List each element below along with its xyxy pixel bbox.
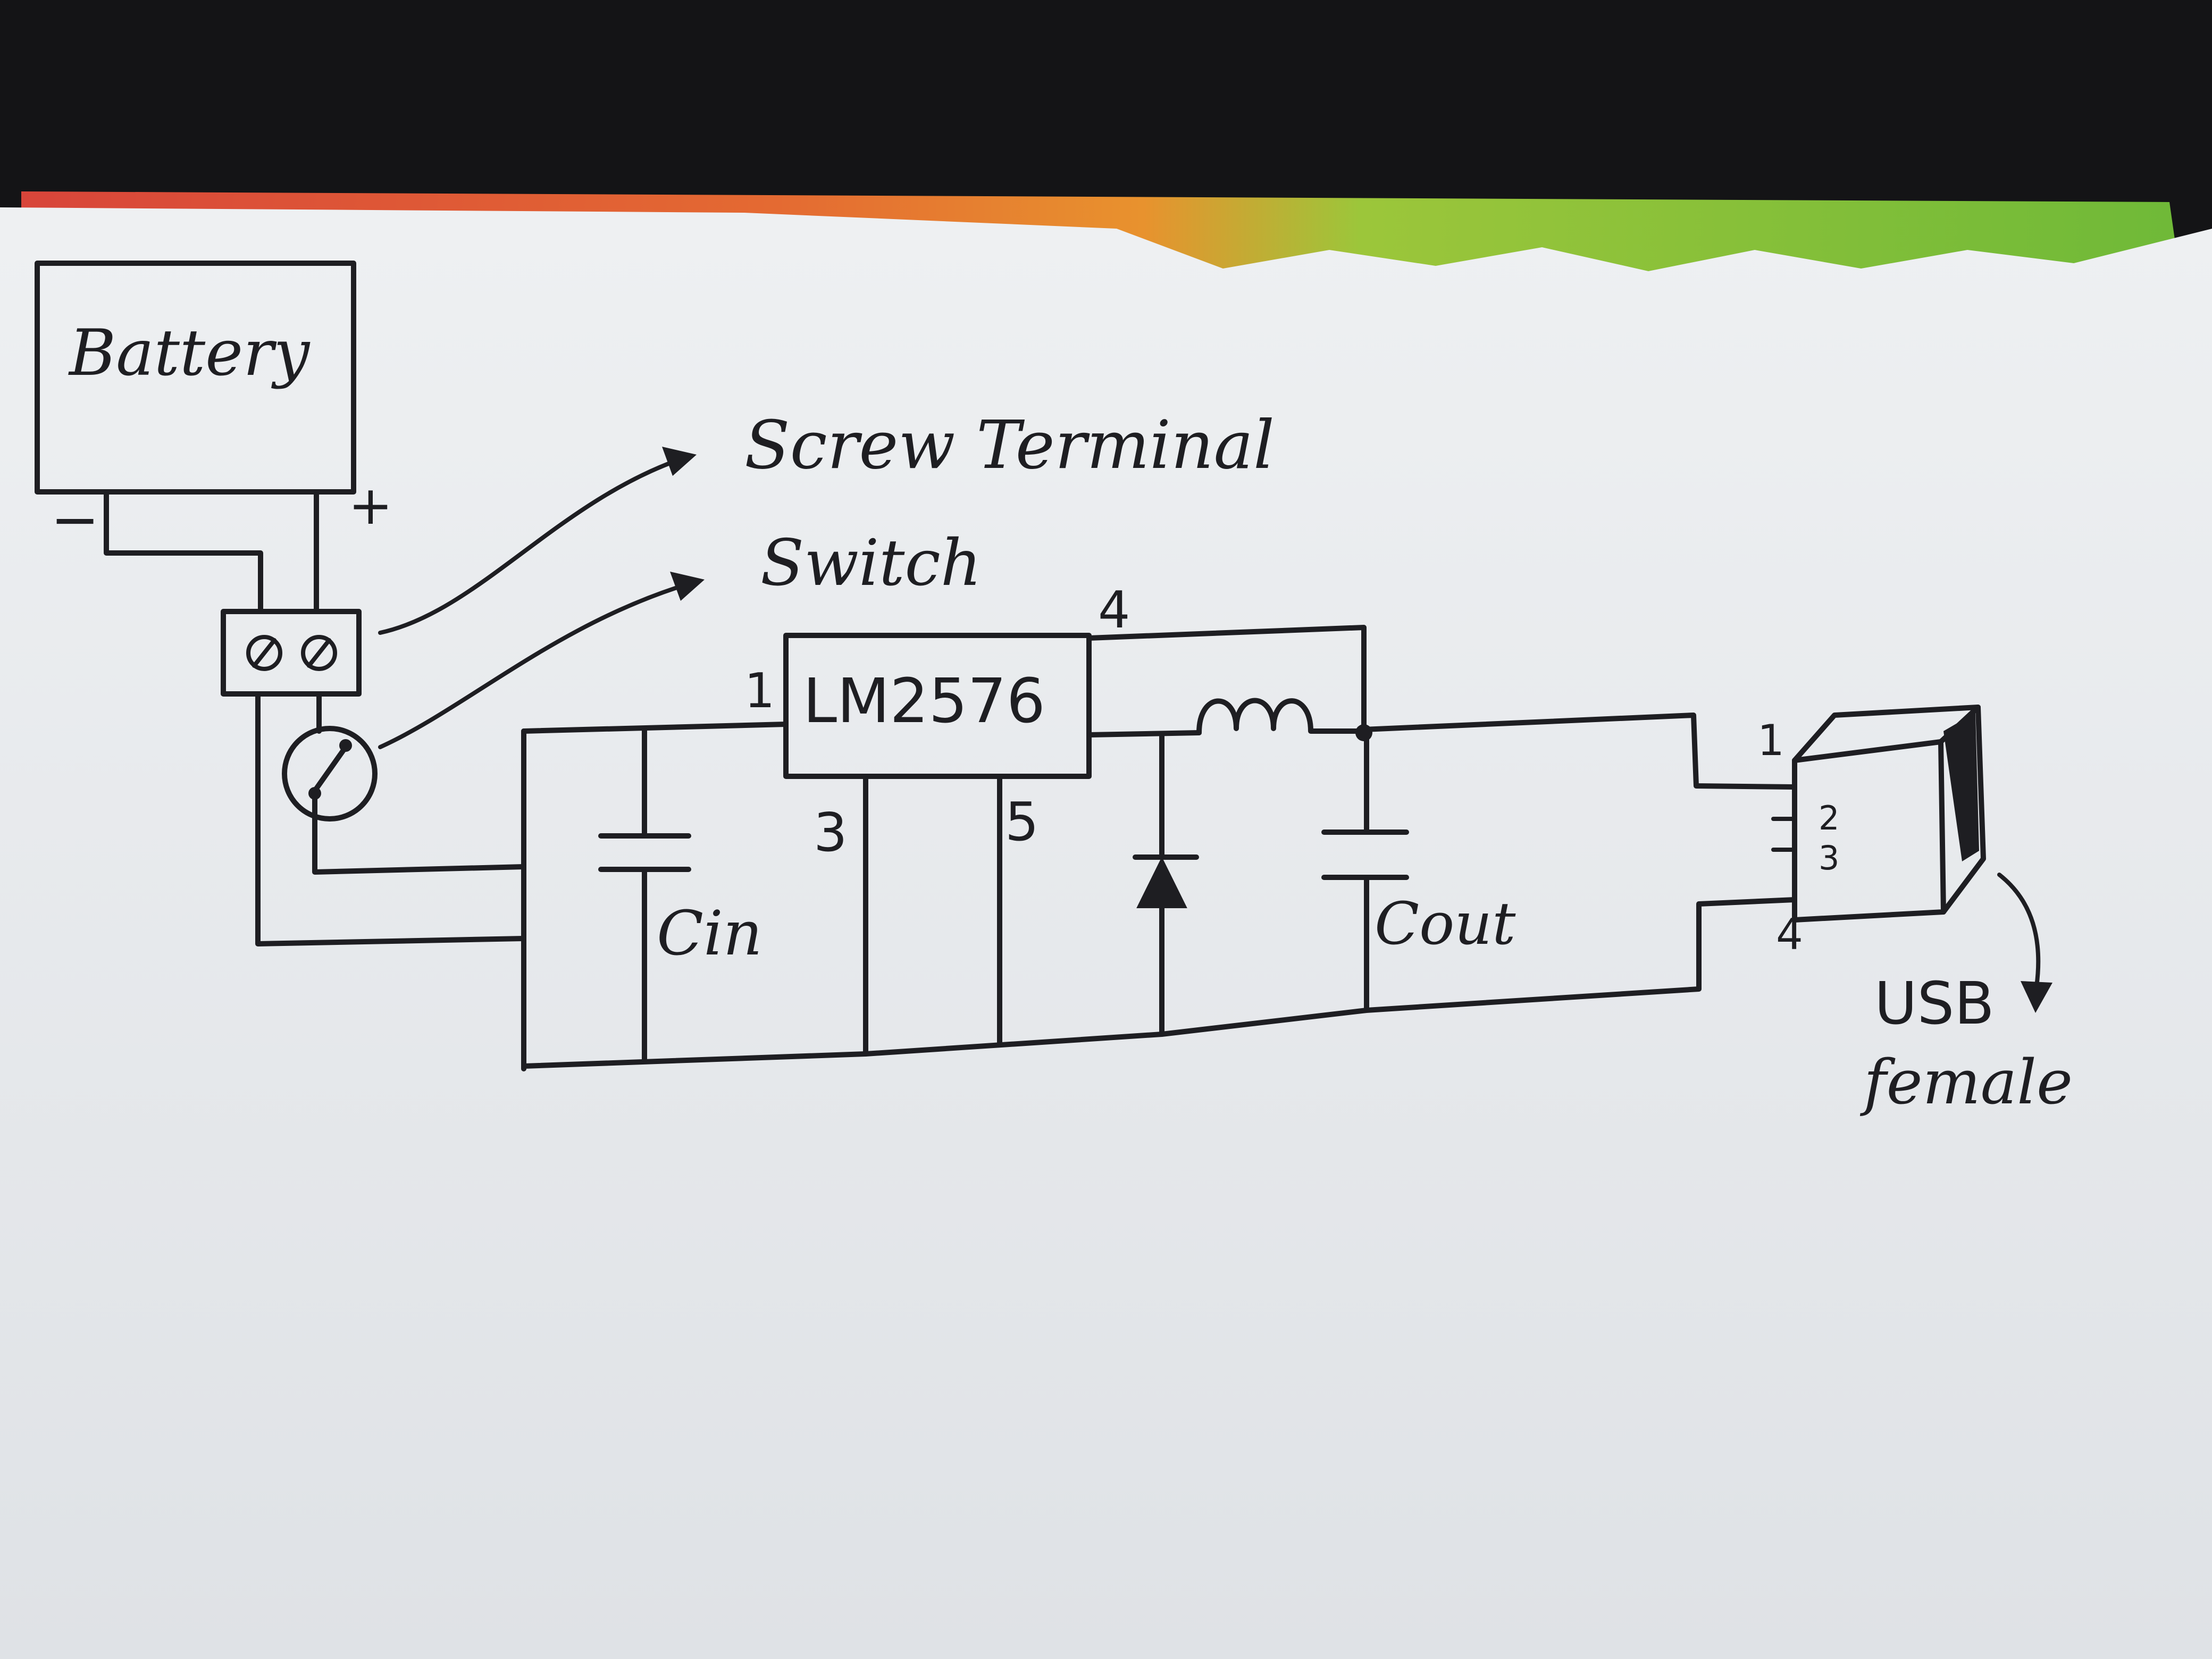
pin-4-top-wire xyxy=(1086,625,1367,734)
switch-arrowhead xyxy=(670,572,705,601)
screw-terminal-arrow xyxy=(378,455,688,635)
switch-label: Switch xyxy=(760,526,982,600)
pin-5-label: 5 xyxy=(1005,791,1039,853)
switch xyxy=(282,726,378,822)
usb-pin-4-label: 4 xyxy=(1776,910,1803,959)
battery-box xyxy=(35,261,356,495)
cin-label: Cin xyxy=(657,898,763,969)
cout-label: Cout xyxy=(1375,890,1516,958)
pin-4-label: 4 xyxy=(1098,581,1130,640)
screw-terminal-label: Screw Terminal xyxy=(744,407,1275,484)
usb-arrow xyxy=(1997,873,2041,988)
usb-pin-2-label: 2 xyxy=(1819,799,1839,837)
switch-to-input-wire xyxy=(312,795,526,875)
battery-negative-lead xyxy=(104,489,263,614)
lm2576-regulator xyxy=(783,633,1092,779)
screw-terminal-arrowhead xyxy=(662,447,697,476)
battery-label: Battery xyxy=(68,316,311,390)
usb-arrowhead xyxy=(2021,981,2052,1013)
switch-node-wire xyxy=(1086,730,1202,738)
catch-diode xyxy=(1133,731,1199,1037)
battery-minus-sign: − xyxy=(51,485,99,554)
paper-sheet xyxy=(0,207,2212,1659)
pin-3-label: 3 xyxy=(814,801,848,864)
ground-bus xyxy=(521,897,1797,1069)
usb-pin-3-label: 3 xyxy=(1819,839,1839,877)
battery-plus-sign: + xyxy=(348,474,393,537)
output-capacitor xyxy=(1321,730,1409,1013)
usb-label-line1: USB xyxy=(1874,969,1995,1037)
input-capacitor xyxy=(598,726,691,1063)
pin-1-label: 1 xyxy=(744,663,775,719)
usb-pin-1-label: 1 xyxy=(1757,716,1784,765)
inductor xyxy=(1196,698,1367,735)
usb-female-connector xyxy=(1771,705,1986,923)
usb-label-line2: female xyxy=(1859,1047,2073,1118)
input-to-pin1-wire xyxy=(521,722,789,734)
switch-arrow xyxy=(378,580,696,749)
negative-to-ground-wire xyxy=(255,691,526,946)
regulator-label: LM2576 xyxy=(803,666,1045,737)
output-to-usb-wire xyxy=(1361,713,1797,790)
screw-terminal xyxy=(221,609,362,697)
